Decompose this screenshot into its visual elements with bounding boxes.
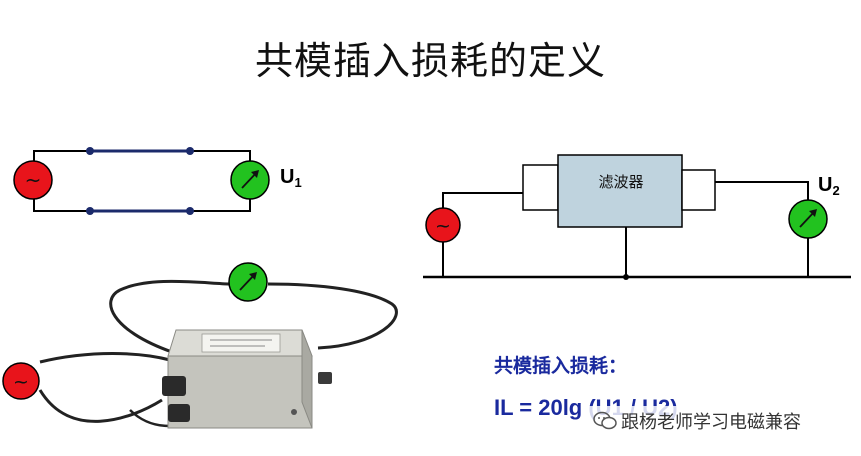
filter-box bbox=[557, 154, 683, 228]
source-symbol: ~ bbox=[13, 371, 29, 393]
wire-meter-top bbox=[715, 181, 809, 200]
cable-to-meter-left bbox=[109, 279, 231, 354]
output-terminal bbox=[681, 169, 716, 211]
ground-screw bbox=[291, 409, 297, 415]
node-dot bbox=[186, 207, 194, 215]
wire-bottom-right bbox=[190, 198, 251, 212]
terminal-left-top bbox=[162, 376, 186, 396]
u1-label: U1 bbox=[280, 166, 302, 190]
wechat-icon bbox=[593, 411, 617, 430]
wire-top-right bbox=[190, 150, 251, 162]
circuit-right: ~ bbox=[423, 154, 851, 280]
voltmeter-icon bbox=[788, 199, 828, 239]
page-title: 共模插入损耗的定义 bbox=[254, 39, 606, 83]
ac-source-icon: ~ bbox=[425, 207, 461, 243]
ac-source-icon: ~ bbox=[2, 362, 40, 400]
source-symbol: ~ bbox=[435, 215, 451, 237]
cm-insertion-loss-heading: 共模插入损耗： bbox=[494, 355, 628, 377]
node-dot bbox=[186, 147, 194, 155]
voltmeter-icon bbox=[228, 262, 268, 302]
node-dot bbox=[86, 147, 94, 155]
wire-bottom-left bbox=[33, 198, 90, 212]
u2-label: U2 bbox=[818, 174, 840, 198]
watermark-text: 跟杨老师学习电磁兼容 bbox=[621, 412, 801, 433]
input-terminal bbox=[522, 164, 559, 211]
device-label-sticker bbox=[201, 333, 281, 353]
terminal-left-bottom bbox=[168, 404, 190, 422]
cable-source-top bbox=[39, 352, 171, 364]
ground-node bbox=[623, 274, 629, 280]
cable-source-bottom bbox=[38, 389, 163, 423]
watermark: 跟杨老师学习电磁兼容 bbox=[589, 406, 807, 436]
circuit-top-left: ~ bbox=[13, 147, 270, 215]
ac-source-icon: ~ bbox=[13, 160, 53, 200]
source-symbol: ~ bbox=[25, 168, 42, 192]
voltmeter-icon bbox=[230, 160, 270, 200]
wire-source-top bbox=[442, 192, 523, 208]
device-side-face bbox=[301, 329, 313, 429]
filter-label: 滤波器 bbox=[598, 173, 644, 191]
filter-device-photo: ~ bbox=[2, 262, 398, 429]
cable-to-meter-right bbox=[267, 282, 398, 350]
wire-top-left bbox=[33, 150, 90, 162]
node-dot bbox=[86, 207, 94, 215]
terminal-right bbox=[318, 372, 332, 384]
